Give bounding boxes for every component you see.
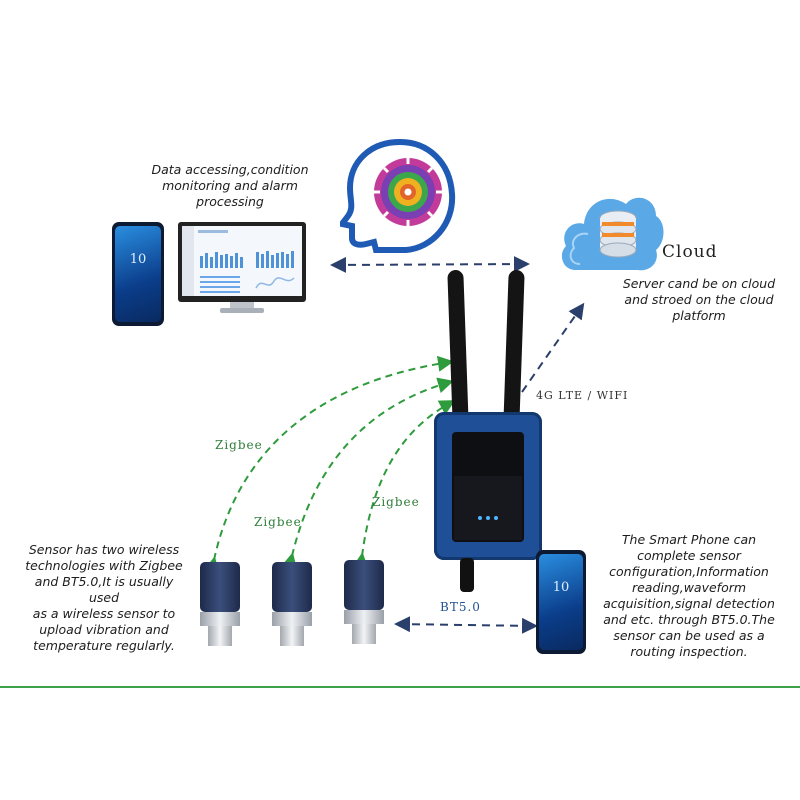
status-led — [486, 516, 490, 520]
link-label-4g: 4G LTE / WIFI — [536, 389, 629, 402]
zigbee-label-1: Zigbee — [215, 438, 263, 452]
zigbee-link-2 — [281, 377, 454, 570]
smartphone-right: 10 — [536, 550, 586, 654]
gateway-device — [430, 262, 546, 602]
vibration-sensor — [200, 562, 240, 650]
zigbee-link-3 — [352, 400, 456, 569]
bt-link — [394, 616, 538, 634]
monitor-link — [330, 256, 530, 273]
bt-label: BT5.0 — [440, 600, 481, 614]
phone-screen-text: 10 — [552, 580, 570, 595]
antenna-right — [503, 269, 525, 427]
cloud-description: Server cand be on cloud and stroed on th… — [622, 276, 776, 323]
cloud-title: Cloud — [662, 242, 718, 262]
zigbee-link-1 — [203, 355, 454, 574]
cloud-link — [521, 302, 585, 393]
vibration-sensor — [344, 560, 384, 648]
sensor-description: Sensor has two wireless technologies wit… — [25, 542, 183, 653]
brain-gears-icon — [340, 138, 456, 253]
phone-description: The Smart Phone can complete sensor conf… — [603, 532, 775, 659]
status-led — [494, 516, 498, 520]
zigbee-label-3: Zigbee — [372, 495, 420, 509]
data-processing-text: Data accessing,condition monitoring and … — [151, 162, 309, 209]
zigbee-label-2: Zigbee — [254, 515, 302, 529]
status-led — [478, 516, 482, 520]
divider-line — [0, 686, 800, 688]
cloud-database-icon — [561, 197, 664, 271]
dashboard-screen — [182, 226, 295, 296]
antenna-left — [447, 269, 469, 427]
smartphone-left: 10 — [112, 222, 164, 326]
cable-gland — [460, 558, 474, 592]
phone-screen-text: 10 — [129, 252, 147, 267]
desktop-monitor — [178, 222, 306, 314]
vibration-sensor — [272, 562, 312, 650]
